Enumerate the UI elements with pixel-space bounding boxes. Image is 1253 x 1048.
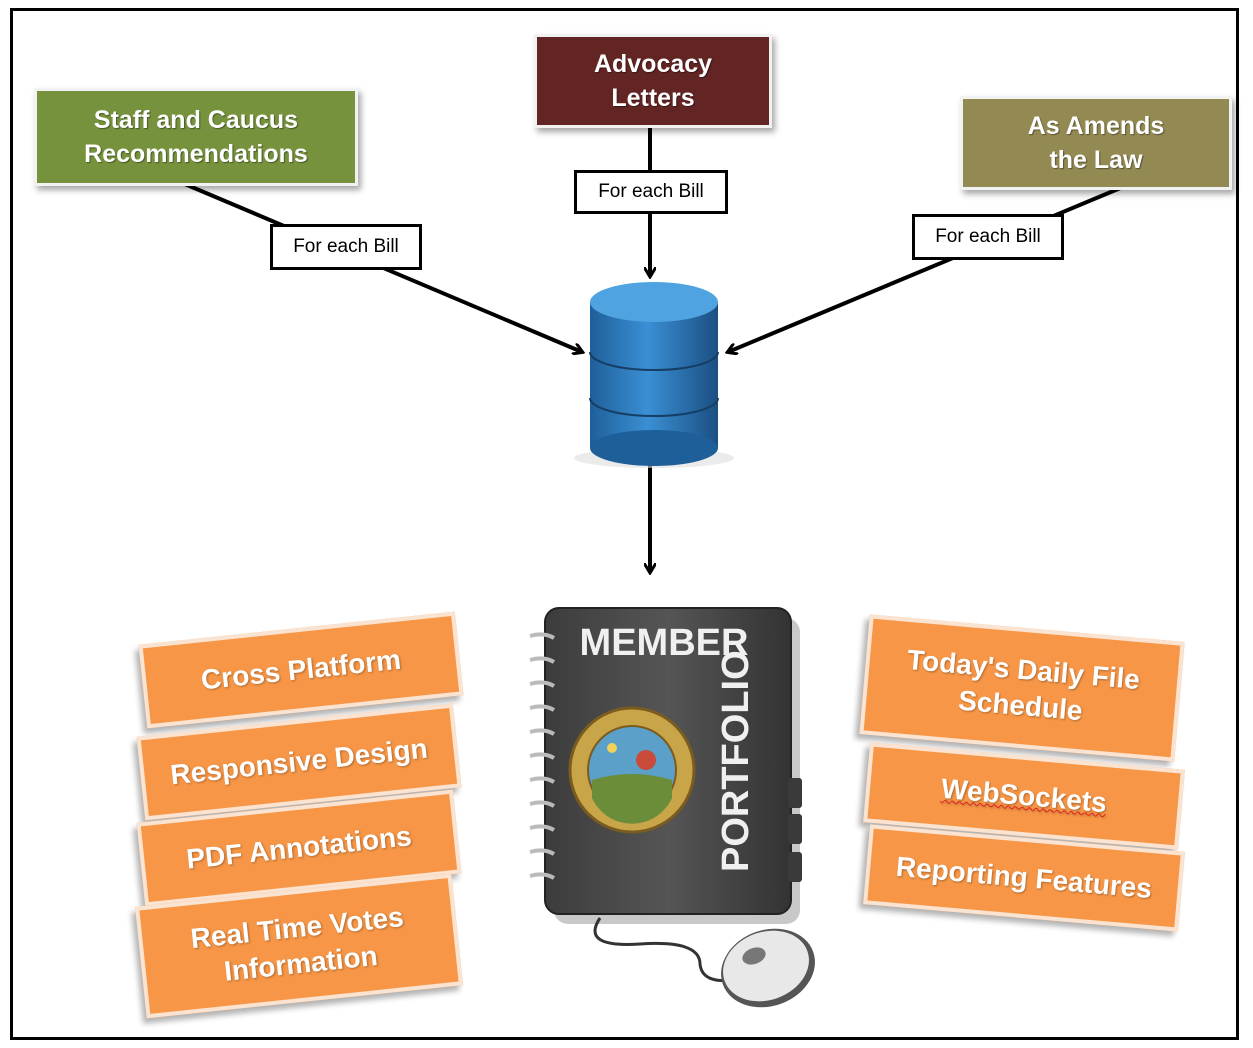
source-amends-law: As Amends the Law: [960, 96, 1232, 190]
source-law-label: As Amends the Law: [1027, 112, 1165, 174]
diagram-frame: [10, 8, 1239, 1040]
member-portfolio-icon: MEMBER PORTFOLIO: [529, 607, 802, 924]
feature-real-time-votes-label: Real Time Votes Information: [189, 901, 405, 987]
source-staff-label: Staff and Caucus Recommendations: [84, 106, 308, 168]
feature-websockets-label: WebSockets: [940, 772, 1109, 819]
connector-label-left: For each Bill: [270, 224, 422, 270]
feature-daily-file-label: Today's Daily File Schedule: [906, 643, 1142, 727]
mouse-icon: [721, 928, 815, 1008]
state-seal-icon: [568, 706, 696, 834]
source-advocacy-letters: Advocacy Letters: [534, 34, 772, 128]
source-advocacy-label: Advocacy Letters: [593, 50, 713, 112]
connector-line-right: [728, 182, 1131, 352]
connector-label-mid: For each Bill: [574, 170, 728, 214]
mouse-cable: [593, 917, 735, 983]
portfolio-title: MEMBER: [580, 622, 749, 664]
database-icon: [574, 282, 734, 468]
connector-label-right: For each Bill: [912, 214, 1064, 260]
portfolio-side-title: PORTFOLIO: [715, 650, 757, 872]
source-staff-recommendations: Staff and Caucus Recommendations: [34, 88, 358, 186]
